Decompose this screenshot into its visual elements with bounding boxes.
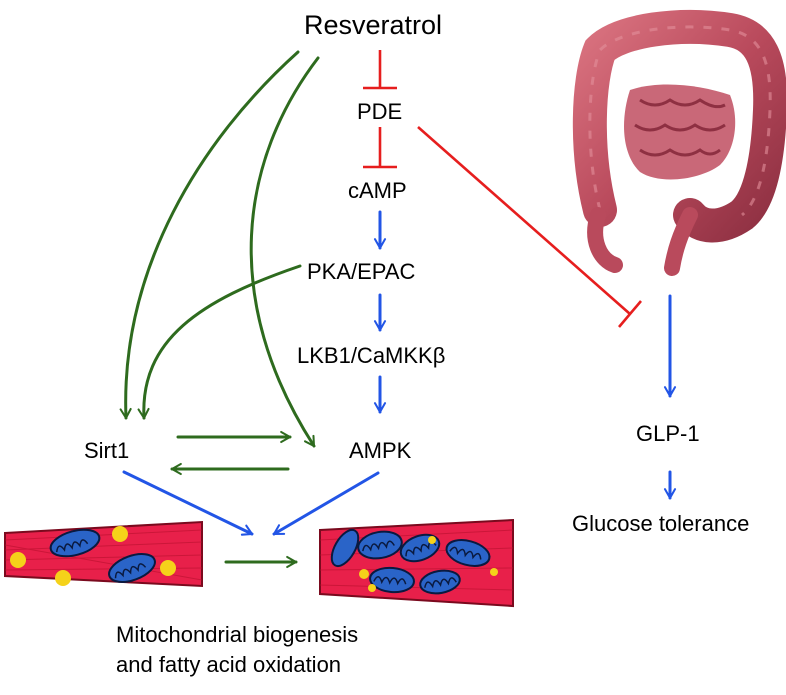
caption-line-2: and fatty acid oxidation — [116, 652, 342, 677]
mitochondrion — [330, 528, 360, 568]
muscle-cell-before — [4, 520, 203, 588]
mitochondrion — [108, 553, 156, 583]
inhibition-pde-camp — [363, 127, 397, 169]
mitochondrion — [49, 528, 101, 558]
mitochondrion — [357, 530, 403, 560]
arrow-ampk-mito — [272, 471, 380, 536]
muscle-cell-after — [319, 518, 514, 608]
mitochondrion — [419, 569, 461, 595]
blue-arrows — [122, 210, 677, 536]
lipid-droplet — [10, 552, 26, 568]
lipid-droplet — [428, 536, 436, 544]
node-ampk: AMPK — [349, 438, 412, 463]
node-pka-epac: PKA/EPAC — [307, 259, 416, 284]
arrow-pka-sirt1 — [137, 264, 302, 420]
mitochondrion — [399, 533, 441, 563]
mitochondrion — [369, 566, 415, 594]
lipid-droplet — [160, 560, 176, 576]
caption-line-1: Mitochondrial biogenesis — [116, 622, 359, 647]
node-sirt1: Sirt1 — [84, 438, 130, 463]
lipid-droplet — [368, 584, 376, 592]
node-lkb1-camkk: LKB1/CaMKKβ — [297, 343, 446, 368]
lipid-droplet — [112, 526, 128, 542]
lipid-droplet — [490, 568, 498, 576]
lipid-droplet — [359, 569, 369, 579]
green-arrows — [119, 50, 320, 569]
node-pde: PDE — [357, 99, 403, 124]
mitochondrion — [445, 539, 491, 567]
arrow-sirt1-mito — [122, 470, 254, 536]
arrow-res-sirt1-outer — [119, 50, 300, 420]
node-camp: cAMP — [348, 178, 407, 203]
intestine-illustration — [572, 9, 786, 276]
lipid-droplet — [55, 570, 71, 586]
node-glucose-tolerance: Glucose tolerance — [572, 511, 750, 536]
node-resveratrol: Resveratrol — [304, 10, 443, 40]
arrow-res-ampk — [249, 56, 320, 448]
inhibition-res-pde — [363, 50, 397, 90]
node-glp1: GLP-1 — [636, 421, 700, 446]
inhibition-pde-glp1 — [417, 126, 642, 328]
